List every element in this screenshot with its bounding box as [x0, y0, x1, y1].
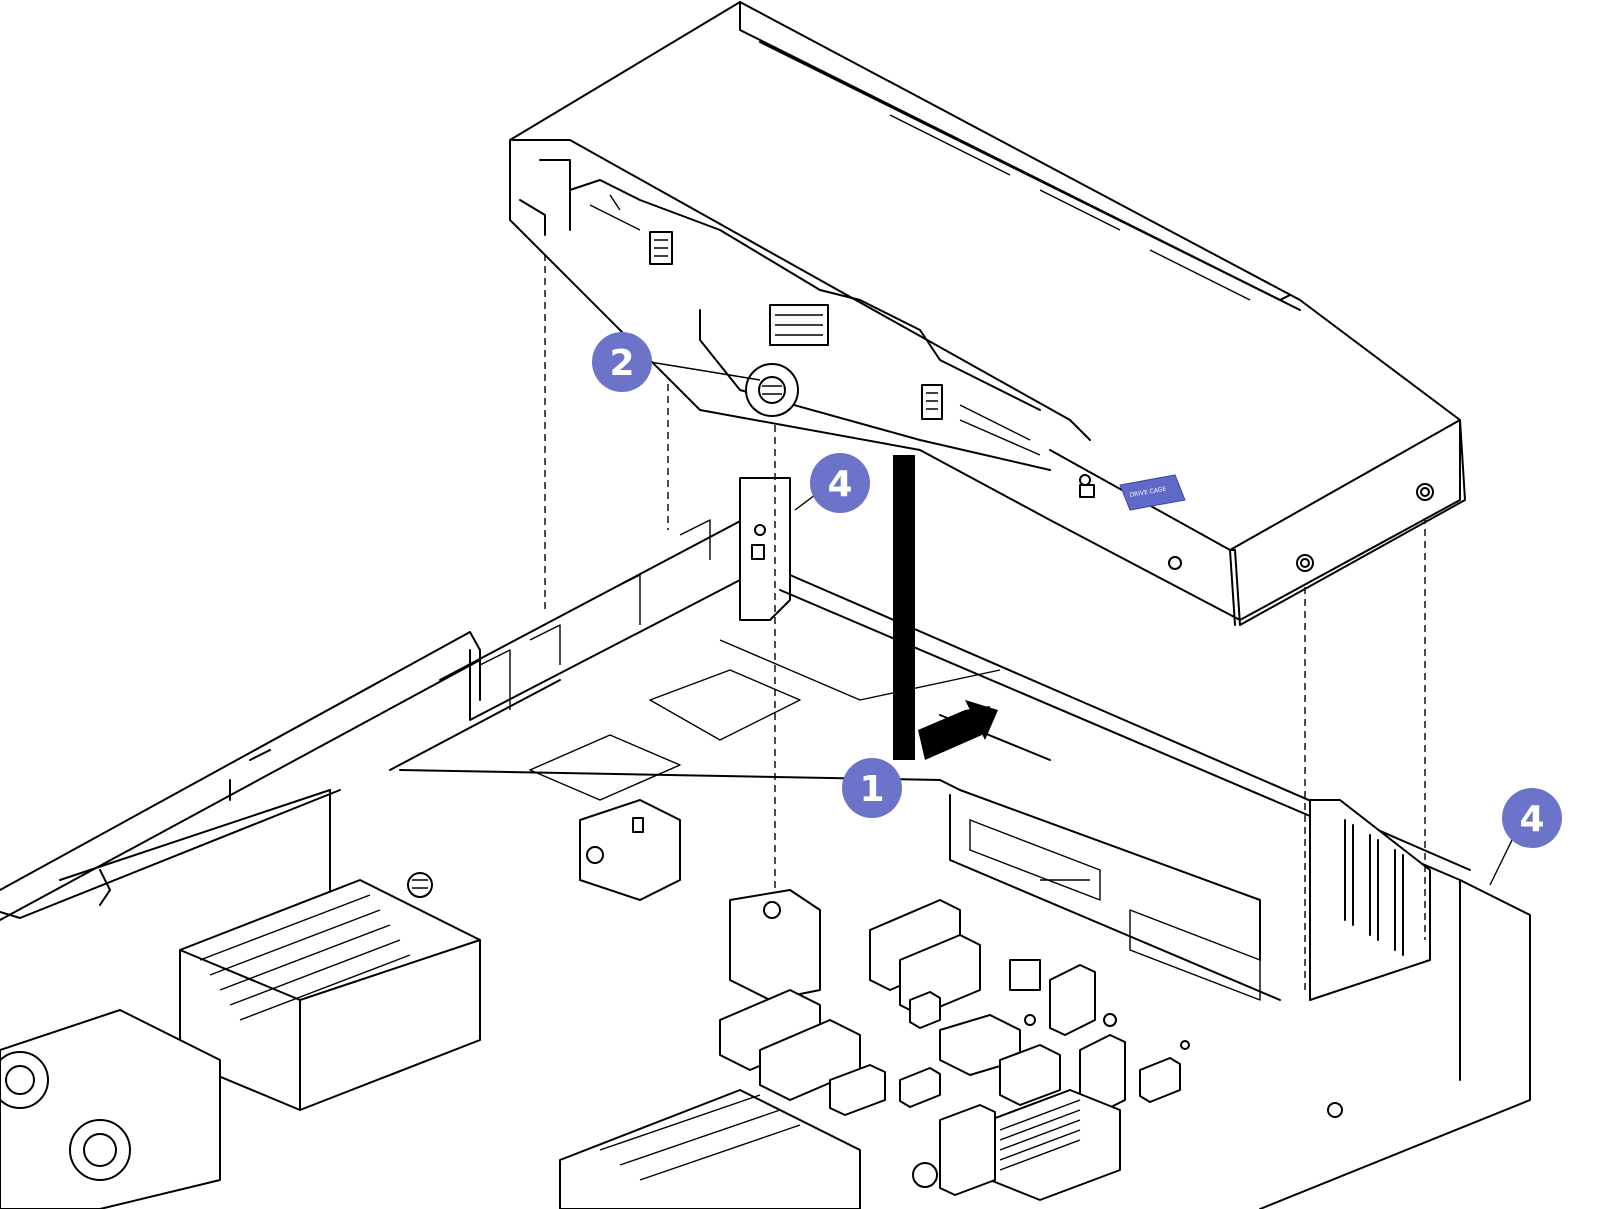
drive-cage-label — [1119, 474, 1186, 511]
motherboard-components — [719, 899, 1190, 1201]
callout-4-right: 4 — [1489, 788, 1562, 886]
lift-arrow — [893, 455, 998, 760]
callout-4-left: 4 — [794, 453, 870, 513]
callout-1: 1 — [842, 758, 902, 818]
callout-1-text: 1 — [859, 769, 884, 810]
callout-2-text: 2 — [609, 343, 634, 384]
server-chassis — [0, 477, 1531, 1209]
drive-cage: DRIVE CAGE — [509, 1, 1466, 626]
callout-4-right-text: 4 — [1519, 799, 1544, 840]
callout-4-left-text: 4 — [827, 464, 852, 505]
callout-2: 2 — [592, 332, 761, 392]
